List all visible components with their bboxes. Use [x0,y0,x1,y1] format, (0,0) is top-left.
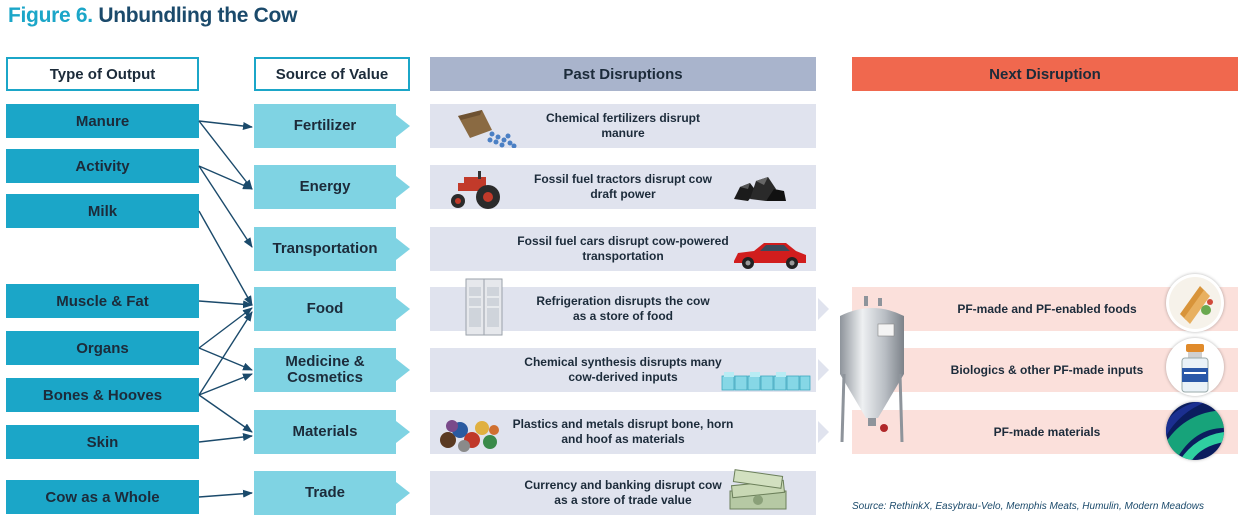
past-text-medicine: Chemical synthesis disrupts many cow-der… [524,355,722,384]
buttons-icon [440,420,499,452]
arrow-activity-energy [198,165,253,190]
vial-icon [1166,338,1224,396]
chevron-food [818,298,829,320]
source-food-label: Food [254,287,396,331]
output-cow-as-whole: Cow as a Whole [6,480,199,514]
chevron-materials [818,421,829,443]
past-text-food: Refrigeration disrupts the cow as a stor… [536,294,710,323]
header-source-of-value: Source of Value [254,57,410,91]
header-past-disruptions: Past Disruptions [430,57,816,91]
refrigerator-icon [465,278,503,336]
header-next-disruption: Next Disruption [852,57,1238,91]
past-row-fertilizer: Chemical fertilizers disrupt manure [430,104,816,148]
source-pointer [396,359,410,381]
source-medicine-cosmetics: Medicine & Cosmetics [254,348,410,392]
output-bones-hooves: Bones & Hooves [6,378,199,412]
source-note: Source: RethinkX, Easybrau-Velo, Memphis… [852,501,1205,512]
arrow-organs-medicine [198,347,253,371]
fertilizer-bag-icon [458,110,517,148]
output-muscle-fat: Muscle & Fat [6,284,199,318]
coal-icon [734,177,786,201]
past-row-medicine: Chemical synthesis disrupts many cow-der… [430,348,816,392]
arrow-activity-transportation [198,165,253,248]
source-fertilizer-label: Fertilizer [254,104,396,148]
source-pointer [396,421,410,443]
material-fabric-icon [1166,402,1224,460]
past-row-materials: Plastics and metals disrupt bone, horn a… [430,410,816,454]
arrow-bones-food [198,311,253,396]
past-text-materials: Plastics and metals disrupt bone, horn a… [512,417,734,446]
source-materials-label: Materials [254,410,396,454]
arrow-cow-trade [198,489,253,498]
source-materials: Materials [254,410,410,454]
figure-title: Figure 6. Unbundling the Cow [8,4,297,28]
past-text-energy: Fossil fuel tractors disrupt cow draft p… [533,172,713,201]
source-pointer [396,482,410,504]
source-pointer [396,298,410,320]
source-transportation-label: Transportation [254,227,396,271]
source-energy: Energy [254,165,410,209]
past-row-trade: Currency and banking disrupt cow as a st… [430,469,816,515]
output-manure: Manure [6,104,199,138]
header-type-of-output: Type of Output [6,57,199,91]
source-food: Food [254,287,410,331]
past-row-food: Refrigeration disrupts the cow as a stor… [430,278,816,336]
arrow-skin-materials [198,433,253,443]
output-activity: Activity [6,149,199,183]
arrow-bones-materials [198,394,253,433]
past-text-fertilizer: Chemical fertilizers disrupt manure [545,111,701,140]
arrow-bones-medicine [198,373,253,396]
food-plate-icon [1166,274,1224,332]
past-row-energy: Fossil fuel tractors disrupt cow draft p… [430,165,816,209]
source-medicine-label: Medicine & Cosmetics [254,348,396,392]
source-fertilizer: Fertilizer [254,104,410,148]
arrow-organs-food [198,307,253,349]
output-skin: Skin [6,425,199,459]
next-text-medicine: Biologics & other PF-made inputs [950,362,1144,377]
source-trade-label: Trade [254,471,396,515]
source-pointer [396,115,410,137]
past-text-transportation: Fossil fuel cars disrupt cow-powered tra… [517,234,729,263]
source-pointer [396,176,410,198]
output-milk: Milk [6,194,199,228]
past-row-transportation: Fossil fuel cars disrupt cow-powered tra… [430,227,816,271]
figure-number: Figure 6. [8,4,93,27]
fermentation-tank-icon [840,296,904,443]
tractor-icon [451,171,500,209]
output-organs: Organs [6,331,199,365]
pill-organizer-icon [721,372,811,391]
car-icon [734,243,806,269]
source-transportation: Transportation [254,227,410,271]
source-pointer [396,238,410,260]
next-text-materials: PF-made materials [993,424,1101,439]
next-text-food: PF-made and PF-enabled foods [957,301,1137,316]
chevron-medicine [818,359,829,381]
arrow-manure-energy [198,120,253,190]
past-text-trade: Currency and banking disrupt cow as a st… [524,478,722,507]
arrow-manure-fertilizer [198,120,253,130]
figure-title-text: Unbundling the Cow [98,4,298,27]
source-trade: Trade [254,471,410,515]
arrow-muscle-food [198,300,253,309]
money-stack-icon [729,469,787,510]
arrow-milk-food [198,210,253,306]
source-energy-label: Energy [254,165,396,209]
